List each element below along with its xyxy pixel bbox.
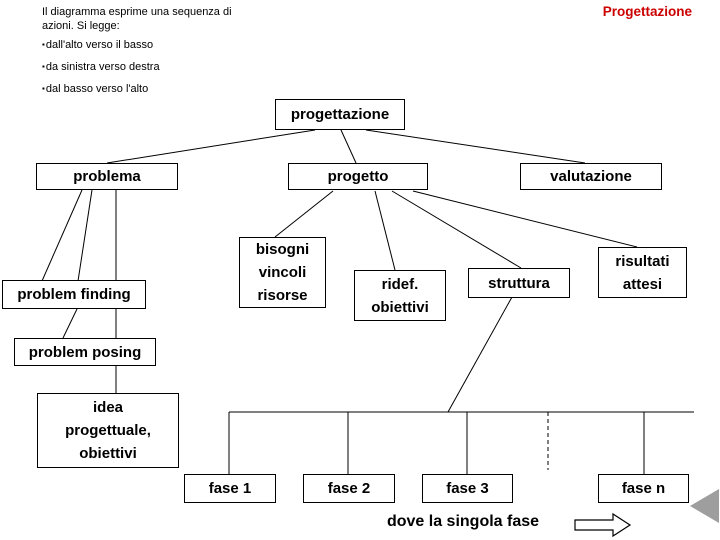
node-risultati-attesi: risultati attesi — [598, 247, 687, 298]
edge-progetto-ridef — [374, 190, 396, 271]
intro-line2: azioni. Si legge: — [42, 20, 120, 32]
edge-problema-problemfinding-b — [77, 189, 93, 282]
node-fase-2: fase 2 — [303, 474, 395, 503]
edge-progettazione-valutazione — [365, 129, 586, 164]
square-bullet-icon: ▪ — [42, 40, 45, 49]
caption-dove-la-singola-fase: dove la singola fase — [386, 513, 540, 530]
node-fase-n: fase n — [598, 474, 689, 503]
edge-struttura-fasibar — [447, 296, 513, 413]
intro-text: Il diagramma esprime una sequenza di azi… — [42, 5, 272, 33]
node-fase-1: fase 1 — [184, 474, 276, 503]
edge-progettazione-problema — [106, 129, 316, 164]
bullet-text: dal basso verso l'alto — [45, 83, 149, 95]
edge-progetto-bisogni — [274, 190, 334, 238]
slide-title: Progettazione — [602, 4, 692, 19]
node-progettazione: progettazione — [275, 99, 405, 130]
bullet-item: ▪dall'alto verso il basso — [42, 39, 153, 51]
edge-problema-problemfinding-a — [41, 189, 83, 282]
right-arrow-icon — [574, 512, 632, 538]
edge-progetto-struttura — [391, 190, 522, 269]
node-progetto: progetto — [288, 163, 428, 190]
square-bullet-icon: ▪ — [42, 62, 45, 71]
node-valutazione: valutazione — [520, 163, 662, 190]
edge-progettazione-progetto — [340, 129, 357, 164]
bullet-text: da sinistra verso destra — [45, 61, 160, 73]
node-struttura: struttura — [468, 268, 570, 298]
previous-slide-triangle-icon[interactable] — [690, 489, 719, 523]
bullet-text: dall'alto verso il basso — [45, 39, 154, 51]
node-ridef-obiettivi: ridef. obiettivi — [354, 270, 446, 321]
node-idea-progettuale: idea progettuale, obiettivi — [37, 393, 179, 468]
edge-problemfinding-problemposing — [62, 308, 78, 339]
node-fase-3: fase 3 — [422, 474, 513, 503]
bullet-item: ▪da sinistra verso destra — [42, 61, 160, 73]
bullet-item: ▪dal basso verso l'alto — [42, 83, 148, 95]
intro-line1: Il diagramma esprime una sequenza di — [42, 6, 232, 18]
node-problem-finding: problem finding — [2, 280, 146, 309]
edge-progetto-risultati — [412, 190, 638, 248]
square-bullet-icon: ▪ — [42, 84, 45, 93]
node-problema: problema — [36, 163, 178, 190]
node-problem-posing: problem posing — [14, 338, 156, 366]
node-bisogni-vincoli-risorse: bisogni vincoli risorse — [239, 237, 326, 308]
